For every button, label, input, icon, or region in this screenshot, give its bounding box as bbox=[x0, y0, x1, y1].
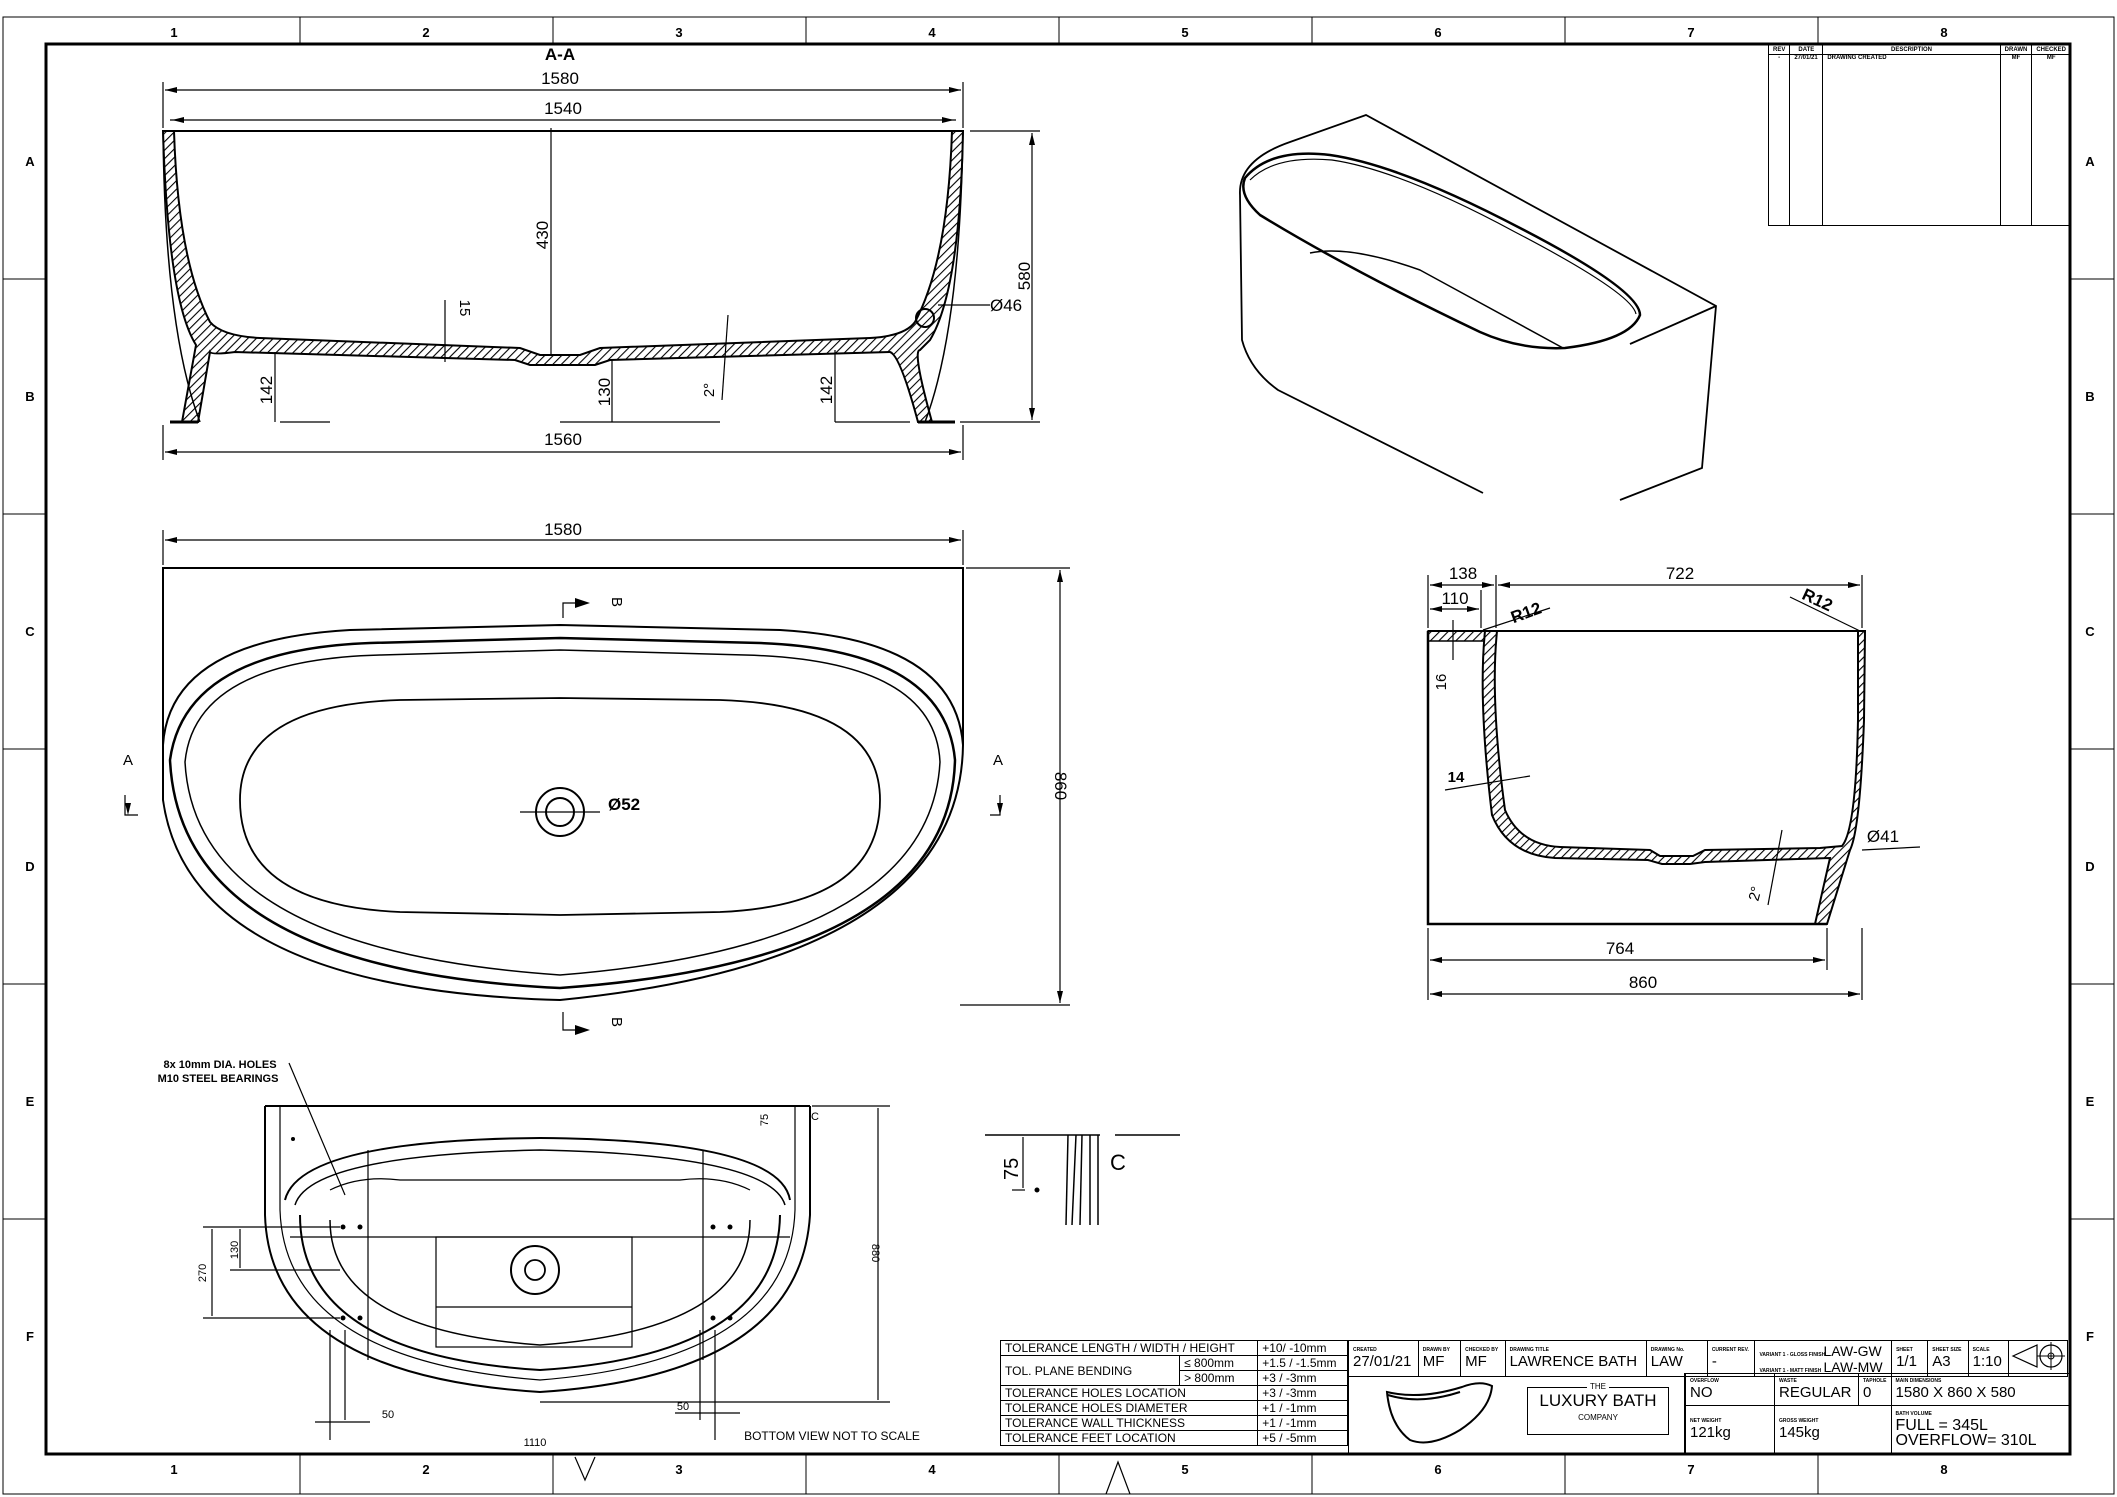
svg-text:1: 1 bbox=[170, 1462, 177, 1477]
svg-text:E: E bbox=[2086, 1094, 2095, 1109]
main-dimensions: 1580 X 860 X 580 bbox=[1895, 1384, 2016, 1401]
svg-text:1580: 1580 bbox=[541, 69, 579, 88]
svg-text:110: 110 bbox=[1441, 589, 1468, 608]
section-a-a bbox=[161, 82, 1040, 460]
projection-symbol-icon bbox=[2007, 1340, 2069, 1377]
svg-text:E: E bbox=[26, 1094, 35, 1109]
svg-text:2°: 2° bbox=[1746, 885, 1766, 903]
bottom-view bbox=[203, 1062, 890, 1440]
revision-table: REV DATE DESCRIPTION DRAWN CHECKED - 27/… bbox=[1767, 44, 2071, 226]
svg-text:860: 860 bbox=[1051, 772, 1070, 800]
svg-text:580: 580 bbox=[1015, 262, 1034, 290]
svg-text:722: 722 bbox=[1666, 564, 1694, 583]
svg-text:138: 138 bbox=[1449, 564, 1477, 583]
svg-text:130: 130 bbox=[229, 1241, 241, 1259]
svg-text:B: B bbox=[608, 1017, 625, 1027]
svg-text:880: 880 bbox=[869, 1244, 881, 1262]
bottom-view-labels: 8x 10mm DIA. HOLES M10 STEEL BEARINGS 75… bbox=[158, 1059, 920, 1449]
svg-text:7: 7 bbox=[1687, 1462, 1694, 1477]
tolerances-table: TOLERANCE LENGTH / WIDTH / HEIGHT+10/ -1… bbox=[999, 1340, 1348, 1446]
svg-text:A: A bbox=[993, 752, 1003, 769]
holes-note-line2: M10 STEEL BEARINGS bbox=[158, 1073, 279, 1085]
svg-text:3: 3 bbox=[675, 1462, 682, 1477]
svg-text:4: 4 bbox=[928, 25, 936, 40]
svg-text:B: B bbox=[2085, 389, 2094, 404]
svg-text:2°: 2° bbox=[701, 383, 718, 397]
svg-text:C: C bbox=[2085, 624, 2095, 639]
svg-text:Ø41: Ø41 bbox=[1867, 827, 1899, 846]
svg-text:A: A bbox=[2085, 154, 2095, 169]
svg-text:Ø52: Ø52 bbox=[608, 795, 640, 814]
svg-text:2: 2 bbox=[422, 1462, 429, 1477]
svg-text:1: 1 bbox=[170, 25, 177, 40]
svg-text:R12: R12 bbox=[1508, 599, 1544, 628]
section-a-a-labels: A-A 1580 1540 430 15 580 Ø46 142 130 2° … bbox=[257, 45, 1034, 449]
svg-text:430: 430 bbox=[533, 221, 552, 249]
bottom-view-note: BOTTOM VIEW NOT TO SCALE bbox=[744, 1429, 920, 1443]
svg-text:4: 4 bbox=[928, 1462, 936, 1477]
svg-text:7: 7 bbox=[1687, 25, 1694, 40]
svg-text:1540: 1540 bbox=[544, 99, 582, 118]
svg-text:75: 75 bbox=[1001, 1158, 1023, 1180]
svg-text:15: 15 bbox=[456, 300, 473, 317]
svg-text:F: F bbox=[2086, 1329, 2094, 1344]
svg-text:1110: 1110 bbox=[524, 1437, 547, 1449]
svg-text:142: 142 bbox=[817, 376, 836, 404]
svg-text:2: 2 bbox=[422, 25, 429, 40]
svg-text:130: 130 bbox=[595, 378, 614, 406]
svg-text:270: 270 bbox=[197, 1264, 209, 1282]
svg-text:D: D bbox=[25, 859, 34, 874]
svg-text:50: 50 bbox=[677, 1401, 689, 1413]
grid-labels: 1 2 3 4 5 6 7 8 1 2 3 4 5 6 7 8 A B C D E F A B C D E F bbox=[25, 25, 2095, 1477]
svg-text:B: B bbox=[608, 597, 625, 607]
svg-text:D: D bbox=[2085, 859, 2094, 874]
svg-text:75: 75 bbox=[759, 1114, 771, 1126]
svg-text:1560: 1560 bbox=[544, 430, 582, 449]
drawing-border bbox=[2, 16, 2115, 1495]
section-aa-title: A-A bbox=[545, 45, 575, 64]
svg-text:C: C bbox=[25, 624, 35, 639]
svg-text:14: 14 bbox=[1448, 769, 1465, 786]
svg-text:B: B bbox=[25, 389, 34, 404]
section-b-b bbox=[1426, 575, 1921, 1000]
svg-text:C: C bbox=[1110, 1150, 1126, 1175]
svg-text:16: 16 bbox=[1433, 674, 1450, 691]
company-logo: THE LUXURY BATH COMPANY bbox=[1527, 1382, 1669, 1435]
detail-c-labels: 75 C bbox=[1001, 1150, 1126, 1180]
svg-text:C: C bbox=[811, 1111, 819, 1123]
section-b-b-labels: 138 110 722 R12 R12 16 14 Ø41 2° 764 860 bbox=[1433, 564, 1899, 992]
svg-text:F: F bbox=[26, 1329, 34, 1344]
svg-text:8: 8 bbox=[1940, 25, 1947, 40]
svg-text:860: 860 bbox=[1629, 973, 1657, 992]
plan-view-labels: 1580 860 Ø52 A A B B bbox=[123, 520, 1070, 1027]
created-date: 27/01/21 bbox=[1353, 1353, 1412, 1370]
svg-text:3: 3 bbox=[675, 25, 682, 40]
detail-c bbox=[985, 1134, 1180, 1226]
svg-text:5: 5 bbox=[1181, 25, 1188, 40]
svg-text:A: A bbox=[123, 752, 133, 769]
bathtub-logo-icon bbox=[1385, 1382, 1494, 1444]
drawing-title: LAWRENCE BATH bbox=[1509, 1353, 1638, 1370]
svg-text:1580: 1580 bbox=[544, 520, 582, 539]
svg-text:8: 8 bbox=[1940, 1462, 1947, 1477]
isometric-view bbox=[1239, 114, 1717, 501]
logo-area: THE LUXURY BATH COMPANY bbox=[1348, 1373, 1685, 1454]
svg-text:6: 6 bbox=[1434, 1462, 1441, 1477]
svg-text:6: 6 bbox=[1434, 25, 1441, 40]
revision-row: - 27/01/21 DRAWING CREATED MF MF bbox=[1767, 54, 2071, 226]
svg-text:50: 50 bbox=[382, 1409, 394, 1421]
svg-text:764: 764 bbox=[1606, 939, 1634, 958]
plan-view bbox=[124, 530, 1070, 1035]
svg-text:5: 5 bbox=[1181, 1462, 1188, 1477]
svg-text:142: 142 bbox=[257, 376, 276, 404]
holes-note-line1: 8x 10mm DIA. HOLES bbox=[163, 1059, 276, 1071]
svg-text:A: A bbox=[25, 154, 35, 169]
svg-text:Ø46: Ø46 bbox=[990, 296, 1022, 315]
